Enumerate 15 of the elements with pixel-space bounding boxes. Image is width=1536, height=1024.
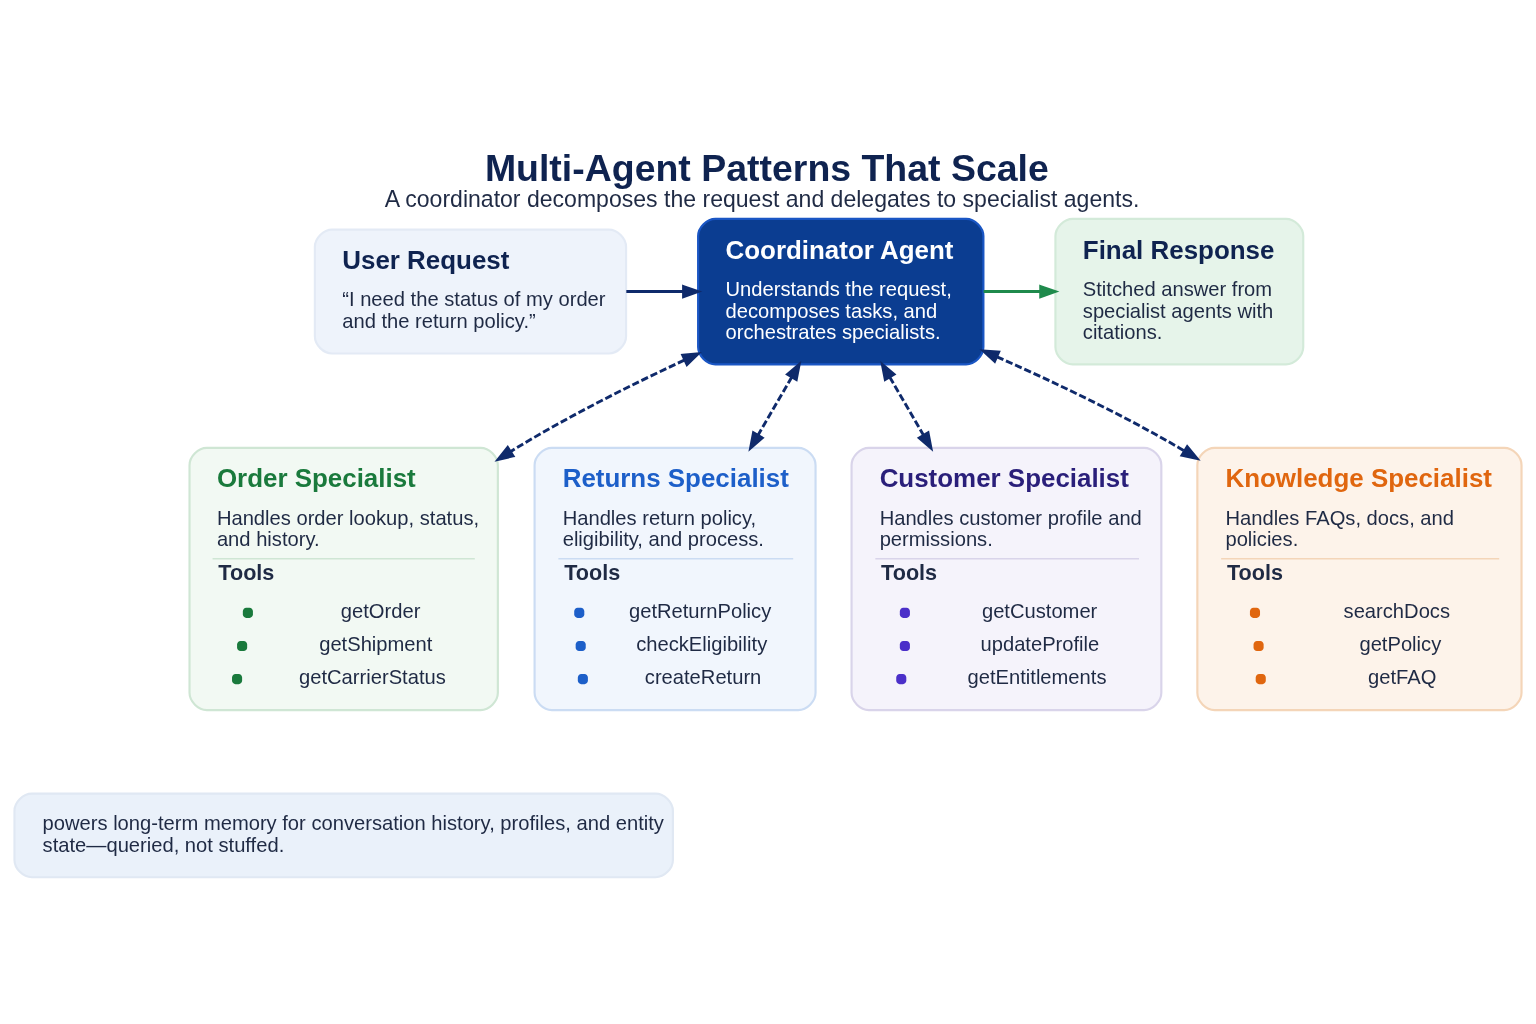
node-box: Order Specialist Handles order lookup, status, and history. Tools getOrder getShipment getCarrierStatus — [188, 446, 499, 712]
node-box: Customer Specialist Handles customer profile and permissions. Tools getCustomer updateProfile getEntitlements — [850, 446, 1163, 712]
node-box: Final Response Stitched answer from specialist agents with citations. — [1054, 217, 1305, 366]
arrow — [880, 360, 934, 452]
diagram-title: Multi-Agent Patterns That Scale — [484, 147, 1049, 190]
node-box: Returns Specialist Handles return policy, eligibility, and process. Tools getReturnPolicy checkEligibility createReturn — [533, 446, 817, 712]
node-box: powers long-term memory for conversation history, profiles, and entity state—queried, not stuffed. — [13, 792, 674, 879]
arrow — [626, 284, 703, 299]
arrow — [494, 352, 702, 462]
arrow — [979, 349, 1201, 461]
arrow — [748, 360, 802, 452]
node-box: Knowledge Specialist Handles FAQs, docs, and policies. Tools searchDocs getPolicy getFAQ — [1196, 446, 1523, 712]
node-box: Coordinator Agent Understands the request, decomposes tasks, and orchestrates specialists. — [697, 217, 985, 366]
arrow — [983, 284, 1060, 299]
node-box: User Request “I need the status of my order and the return policy.” — [313, 228, 628, 355]
